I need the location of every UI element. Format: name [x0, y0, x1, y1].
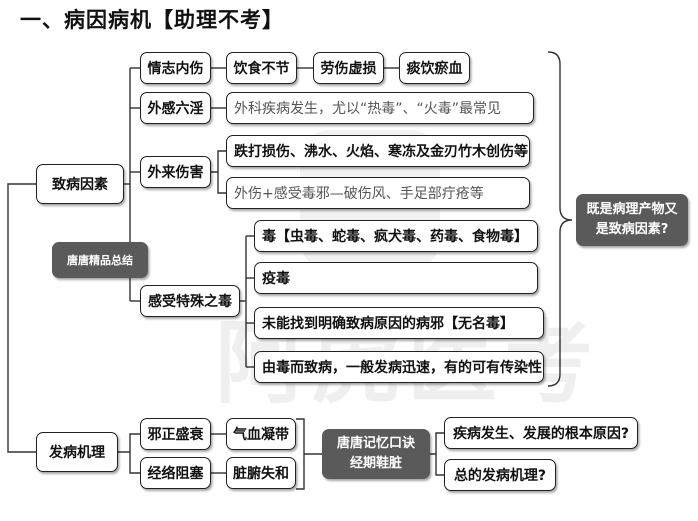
trauma-note-node: 外伤+感受毒邪—破伤风、手足部疔疮等 — [226, 177, 530, 209]
trauma-node: 外来伤害 — [140, 156, 211, 188]
mechanism-root-node: 发病机理 — [36, 432, 118, 472]
summary-badge: 唐唐精品总结 — [52, 242, 148, 278]
cause-root-node: 致病因素 — [36, 164, 124, 204]
emotion-node: 情志内伤 — [140, 52, 211, 84]
toxin-feature-node: 由毒而致病，一般发病迅速，有的可有传染性 — [254, 351, 544, 383]
overwork-node: 劳伤虚损 — [313, 52, 384, 84]
phlegm-node: 痰饮瘀血 — [399, 52, 470, 84]
six-evils-note: 外科疾病发生，尤以“热毒”、“火毒”最常见 — [226, 92, 534, 124]
root-cause-question: 疾病发生、发展的根本原因? — [444, 417, 638, 449]
special-toxin-node: 感受特殊之毒 — [140, 285, 240, 317]
mech-meridian-node: 经络阻塞 — [140, 457, 211, 489]
mnemonic-node: 唐唐记忆口诀经期鞋脏 — [322, 429, 430, 479]
product-question-node: 既是病理产物又是致病因素? — [576, 194, 688, 246]
mechanism-question: 总的发病机理? — [444, 459, 556, 491]
unknown-toxin-node: 未能找到明确致病原因的病邪【无名毒】 — [254, 307, 544, 339]
toxin-types-node: 毒【虫毒、蛇毒、疯犬毒、药毒、食物毒】 — [254, 220, 538, 252]
diet-node: 饮食不节 — [226, 52, 297, 84]
mech-stagnation-node: 气血凝带 — [226, 418, 296, 450]
mech-struggle-node: 邪正盛衰 — [140, 418, 211, 450]
epidemic-toxin-node: 疫毒 — [254, 262, 538, 294]
trauma-detail-node: 跌打损伤、沸水、火焰、寒冻及金刃竹木创伤等 — [226, 135, 530, 167]
mech-organ-node: 脏腑失和 — [226, 457, 296, 489]
page-title: 一、病因病机【助理不考】 — [20, 8, 284, 32]
six-evils-node: 外感六淫 — [140, 92, 211, 124]
